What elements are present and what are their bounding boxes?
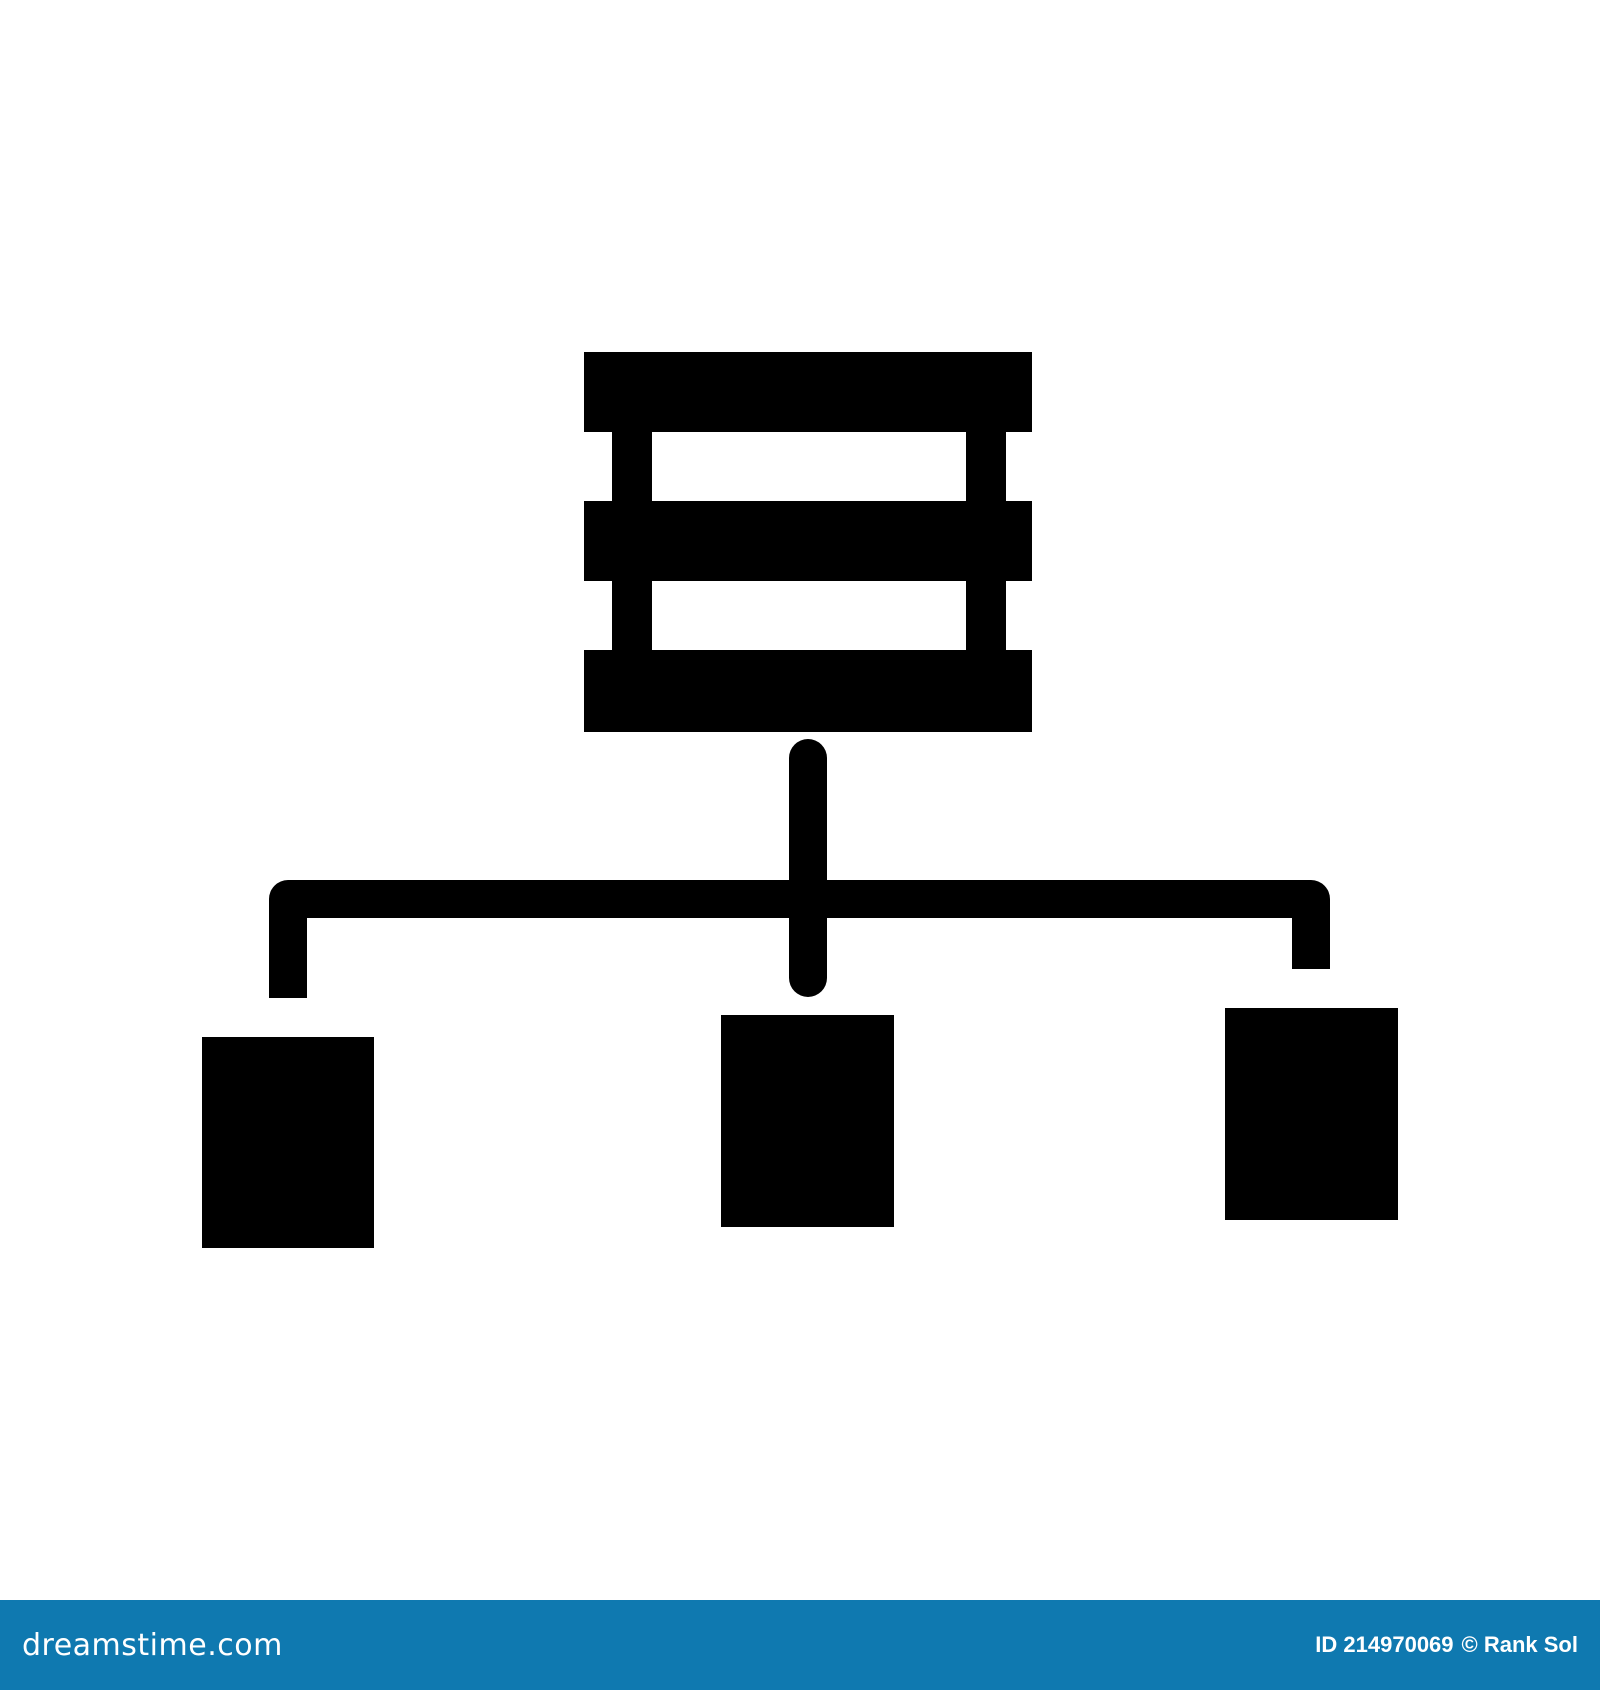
server-post	[966, 579, 1006, 652]
server-slab-top	[584, 352, 1032, 432]
server-hierarchy-icon	[202, 352, 1398, 1248]
connector-end-center	[789, 930, 827, 978]
server-slab-middle	[584, 501, 1032, 581]
child-node-left	[202, 1037, 374, 1248]
server-icon	[584, 352, 1032, 732]
connector-ends	[789, 930, 827, 978]
footer-credit: ID 214970069 © Rank Sol	[1315, 1632, 1578, 1658]
child-node-center	[721, 1015, 894, 1227]
footer-bar: dreamstime.com ID 214970069 © Rank Sol	[0, 1600, 1600, 1690]
horizontal-connector	[269, 880, 1330, 998]
footer-logo[interactable]: dreamstime.com	[22, 1627, 283, 1663]
server-post	[612, 430, 652, 503]
image-id: ID 214970069	[1315, 1632, 1454, 1657]
server-post	[966, 430, 1006, 503]
child-nodes	[202, 1008, 1398, 1248]
author-credit: © Rank Sol	[1461, 1632, 1578, 1657]
server-post	[612, 579, 652, 652]
child-node-right	[1225, 1008, 1398, 1220]
server-slab-bottom	[584, 650, 1032, 732]
image-canvas	[202, 352, 1398, 1248]
